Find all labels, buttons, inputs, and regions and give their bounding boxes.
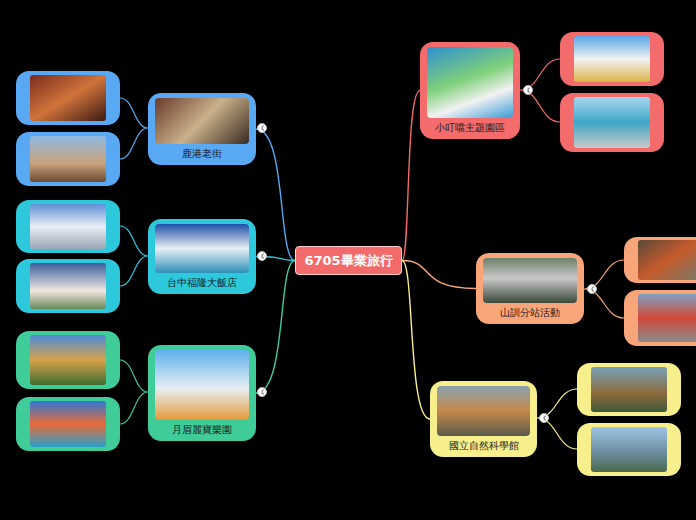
topic-photo	[437, 386, 530, 436]
topic-box: 小叮噹主題園區	[420, 42, 520, 139]
topic-box: 國立自然科學館	[430, 381, 537, 457]
topic-label: 山訓分站活動	[500, 306, 560, 320]
topic-photo	[155, 98, 249, 144]
topic-label: 台中福隆大飯店	[167, 276, 237, 290]
topic-box: 月眉麗寶樂園	[148, 345, 256, 441]
topic-label: 國立自然科學館	[449, 439, 519, 453]
topic-photo	[427, 47, 513, 118]
topic-box: 山訓分站活動	[476, 253, 584, 324]
central-topic: 6705畢業旅行	[295, 246, 402, 275]
topic-label: 月眉麗寶樂園	[172, 423, 232, 437]
topic-label: 小叮噹主題園區	[435, 121, 505, 135]
topic-photo	[155, 224, 249, 273]
branch-connector	[402, 261, 476, 289]
branch-connector	[256, 129, 295, 261]
topic-photo	[483, 258, 577, 303]
branch-connector	[402, 91, 420, 261]
branch-connector	[256, 261, 295, 394]
topic-label: 6705畢業旅行	[304, 252, 392, 270]
branch-connector	[402, 261, 430, 420]
topic-photo	[155, 350, 249, 420]
topic-box: 鹿港老街	[148, 93, 256, 165]
topic-label: 鹿港老街	[182, 147, 222, 161]
topic-box: 台中福隆大飯店	[148, 219, 256, 294]
